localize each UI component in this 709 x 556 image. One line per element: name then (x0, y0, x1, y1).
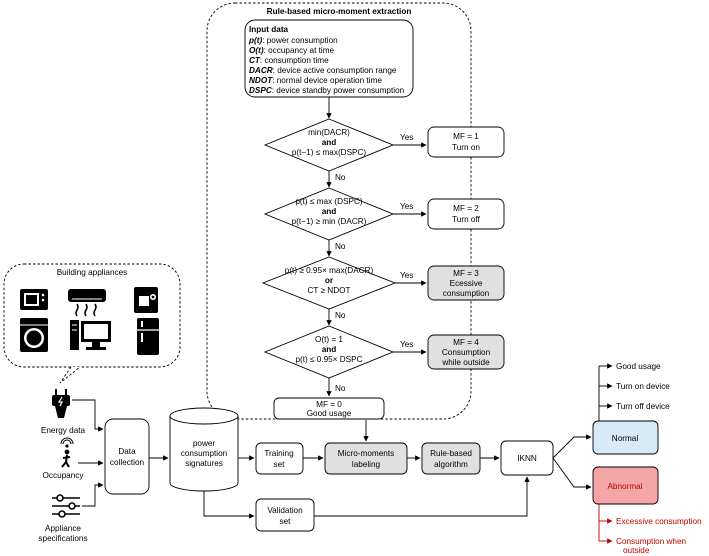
normal-box (592, 420, 659, 455)
rule-algorithm-text: Rule-based (430, 449, 472, 458)
validation-text: set (280, 517, 292, 526)
input-heading: Input data (249, 25, 289, 34)
final-box (273, 397, 385, 420)
decision-text: or (325, 276, 334, 285)
normal-item: Turn off device (616, 402, 670, 411)
decision-text: CT ≥ NDOT (307, 286, 350, 295)
washing-machine-icon (20, 318, 48, 352)
decision-text: and (322, 345, 337, 354)
iknn-abnormal-arrow (552, 457, 592, 490)
iknn-text: IKNN (517, 454, 537, 463)
input-item: DSPC: device standby power consumption (249, 86, 405, 95)
validation-set-box (255, 498, 315, 532)
coffee-machine-icon (134, 287, 158, 313)
microwave-icon (20, 289, 48, 310)
abnormal-item: outside (623, 546, 650, 555)
energy-data-label: Energy data (41, 426, 86, 435)
labeling-text: labeling (352, 460, 381, 469)
outcome-box-grey (427, 334, 505, 370)
normal-item: Good usage (616, 362, 661, 371)
data-collection-text: Data (118, 447, 136, 456)
decision-text: O(t) = 1 (315, 335, 343, 344)
callout-tail (59, 366, 81, 384)
signatures-text: power (193, 439, 216, 448)
validation-to-iknn-arrow (314, 476, 530, 517)
outcome-text: consumption (443, 289, 490, 298)
refrigerator-icon (137, 318, 159, 355)
outcome-box-grey (427, 265, 505, 301)
training-set-box (255, 442, 304, 475)
signatures-text: consumption (181, 449, 228, 458)
occupancy-icon (60, 437, 74, 468)
signatures-text: signatures (185, 459, 223, 468)
yes-label: Yes (400, 202, 413, 211)
yes-label: Yes (400, 271, 413, 280)
extraction-title: Rule-based micro-moment extraction (267, 7, 412, 16)
spec-connector (82, 482, 104, 507)
labeling-box (324, 442, 408, 475)
outcome-text: MF = 1 (453, 132, 479, 141)
decision-text: p(t−1) ≤ max(DSPC) (292, 148, 367, 157)
yes-label: Yes (400, 133, 413, 142)
decision-text: p(t) ≤ 0.95× DSPC (295, 355, 362, 364)
validation-connector (203, 491, 255, 519)
rule-algorithm-text: algorithm (434, 460, 468, 469)
desktop-computer-icon (70, 320, 111, 350)
input-item: NDOT: normal device operation time (249, 76, 382, 85)
signatures-database (169, 407, 239, 492)
decision-text: and (322, 207, 337, 216)
outcome-text: MF = 3 (453, 269, 479, 278)
yes-label: Yes (400, 340, 413, 349)
no-label: No (335, 242, 346, 251)
decision-text: p(t−1) ≥ min (DACR) (292, 217, 367, 226)
normal-text: Normal (612, 434, 639, 443)
extraction-panel (206, 2, 472, 420)
iknn-normal-arrow (552, 434, 592, 459)
appliances-panel (3, 263, 181, 368)
decision-text: p(t) ≥ 0.95× max(DACR) (285, 266, 374, 275)
abnormal-item: Excessive consumption (616, 517, 702, 526)
sliders-icon (52, 494, 80, 518)
appliance-spec-label: Appliance (45, 524, 81, 533)
outcome-text: MF = 2 (453, 204, 479, 213)
validation-text: Validation (267, 506, 303, 515)
air-conditioner-icon (68, 289, 106, 317)
outcome-text: Consumption (442, 348, 491, 357)
data-collection-box (104, 418, 150, 495)
no-label: No (335, 173, 346, 182)
normal-item: Turn on device (616, 382, 670, 391)
occupancy-label: Occupancy (43, 471, 85, 480)
abnormal-item: Consumption when (616, 537, 687, 546)
outcome-text: MF = 4 (453, 338, 479, 347)
outcome-text: Turn on (452, 143, 480, 152)
outcome-text: Turn off (452, 215, 480, 224)
abnormal-text: Abnormal (607, 482, 642, 491)
energy-connector (72, 399, 104, 432)
appliances-title: Building appliances (57, 268, 128, 277)
outcome-text: while outside (441, 358, 490, 367)
input-item: O(t): occupancy at time (249, 46, 335, 55)
training-text: Training (264, 449, 294, 458)
outcome-box (427, 126, 505, 158)
labeling-text: Micro-moments (338, 449, 394, 458)
appliance-spec-label: specifications (38, 534, 87, 543)
decision-text: min(DACR) (308, 128, 350, 137)
plug-icon (52, 389, 70, 418)
final-text: Good usage (307, 409, 352, 418)
data-collection-text: collection (110, 458, 145, 467)
input-item: DACR: device active consumption range (249, 66, 397, 75)
decision-text: and (322, 138, 337, 147)
decision-text: p(t) ≤ max (DSPC) (295, 197, 363, 206)
training-text: set (274, 460, 286, 469)
no-label: No (335, 311, 346, 320)
outcome-box (427, 198, 505, 230)
rule-algorithm-box (421, 442, 481, 475)
abnormal-box (592, 466, 659, 505)
no-label: No (335, 384, 346, 393)
final-text: MF = 0 (316, 400, 342, 409)
input-item: p(t): power consumption (248, 36, 338, 45)
input-item: CT: consumption time (249, 56, 329, 65)
outcome-text: Ecessive (450, 279, 483, 288)
